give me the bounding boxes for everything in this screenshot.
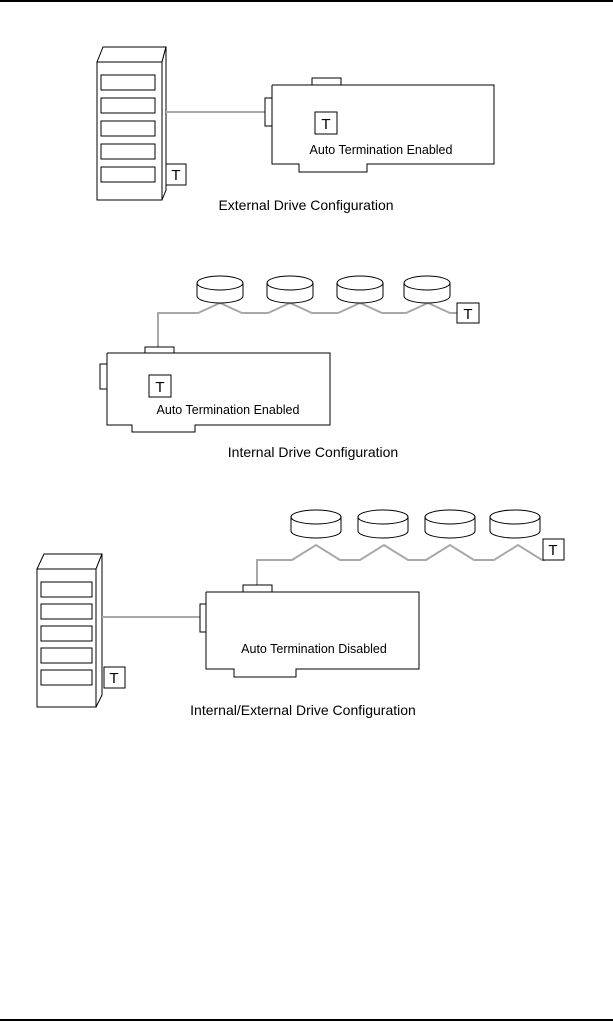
chain-terminator: T	[456, 302, 480, 324]
termination-status-label: Auto Termination Enabled	[157, 403, 300, 417]
svg-text:T: T	[109, 670, 118, 687]
disk-4	[403, 275, 451, 304]
figure-caption: External Drive Configuration	[218, 197, 393, 213]
internal-external-drive-configuration: T T Auto Termination Disabled Internal/E…	[36, 509, 565, 718]
card-terminator: T	[155, 379, 164, 396]
disk-2	[357, 509, 409, 539]
disk-3	[336, 275, 384, 304]
termination-status-label: Auto Termination Enabled	[310, 143, 453, 157]
disk-1	[196, 275, 244, 304]
host-adapter-card: T Auto Termination Enabled	[264, 77, 495, 173]
bottom-rule	[0, 1019, 613, 1021]
card-terminator: T	[321, 116, 330, 133]
tower-terminator: T	[103, 666, 126, 689]
external-drive-tower	[96, 46, 167, 201]
disk-2	[266, 275, 314, 304]
figure-caption: Internal/External Drive Configuration	[190, 702, 416, 718]
internal-disks	[290, 509, 541, 539]
tower-terminator: T	[165, 163, 187, 186]
external-drive-tower	[36, 553, 103, 708]
chain-terminator: T	[542, 538, 565, 561]
svg-text:T: T	[548, 542, 557, 559]
svg-text:T: T	[463, 306, 472, 323]
disk-4	[489, 509, 541, 539]
external-drive-configuration: T T Auto Termination Enabled External Dr…	[96, 46, 495, 213]
host-adapter-card: Auto Termination Disabled	[199, 584, 420, 678]
internal-cable	[157, 301, 460, 347]
disk-3	[424, 509, 476, 539]
internal-cable	[256, 543, 545, 585]
internal-disks	[196, 275, 451, 304]
termination-status-label: Auto Termination Disabled	[241, 642, 387, 656]
disk-1	[290, 509, 342, 539]
top-rule	[0, 0, 613, 2]
internal-drive-configuration: T T Auto Termination Enabled Internal Dr…	[99, 275, 480, 460]
host-adapter-card: T Auto Termination Enabled	[99, 346, 331, 433]
figure-caption: Internal Drive Configuration	[228, 444, 398, 460]
svg-text:T: T	[171, 167, 180, 184]
